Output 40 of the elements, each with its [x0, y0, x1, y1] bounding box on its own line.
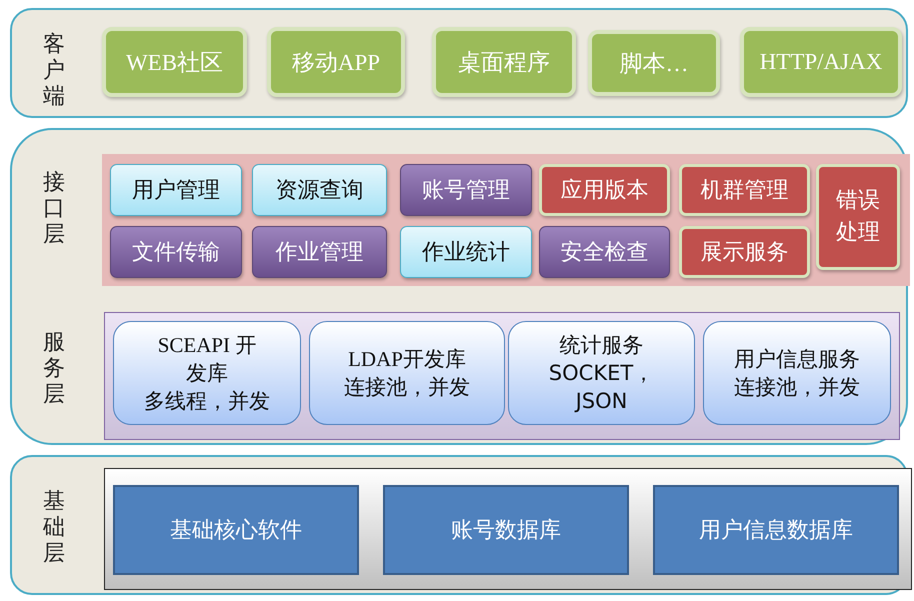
module-box: 文件传输	[110, 226, 242, 278]
service-detail: SOCKET，JSON	[548, 360, 656, 415]
foundation-box: 用户信息数据库	[653, 485, 899, 575]
client-box: HTTP/AJAX	[740, 27, 902, 97]
service-box	[309, 321, 505, 425]
layer-panel	[10, 8, 908, 118]
service-band	[104, 312, 900, 440]
service-box	[113, 321, 301, 425]
service-title: 用户信息服务	[734, 346, 860, 373]
layer-label: 接口层	[42, 170, 66, 248]
service-title: 统计服务	[560, 332, 644, 359]
module-box: 错误处理	[816, 164, 900, 270]
client-box: WEB社区	[102, 27, 247, 97]
service-detail: 多线程，并发	[144, 388, 270, 415]
service-detail: 连接池，并发	[344, 374, 470, 401]
module-box: 应用版本	[539, 164, 670, 216]
layer-panel	[10, 128, 908, 445]
foundation-box: 基础核心软件	[113, 485, 359, 575]
module-box: 机群管理	[679, 164, 810, 216]
foundation-box: 账号数据库	[383, 485, 629, 575]
layer-label: 基础层	[42, 489, 66, 567]
module-box: 用户管理	[110, 164, 242, 216]
module-box: 安全检查	[539, 226, 670, 278]
service-title: SCEAPI 开发库	[157, 332, 257, 387]
module-box: 展示服务	[679, 226, 810, 278]
module-band	[102, 154, 910, 286]
service-title: LDAP开发库	[348, 346, 466, 373]
module-box: 账号管理	[400, 164, 532, 216]
layer-label: 客户端	[42, 32, 66, 110]
module-box: 资源查询	[252, 164, 387, 216]
module-box: 作业管理	[252, 226, 387, 278]
service-detail: 连接池，并发	[734, 374, 860, 401]
layer-label: 服务层	[42, 330, 66, 408]
service-box	[508, 321, 695, 425]
client-box: 桌面程序	[432, 27, 576, 97]
module-box: 作业统计	[400, 226, 532, 278]
service-box	[703, 321, 891, 425]
client-box: 移动APP	[267, 27, 405, 97]
foundation-band	[104, 468, 912, 590]
client-box: 脚本…	[588, 30, 720, 96]
